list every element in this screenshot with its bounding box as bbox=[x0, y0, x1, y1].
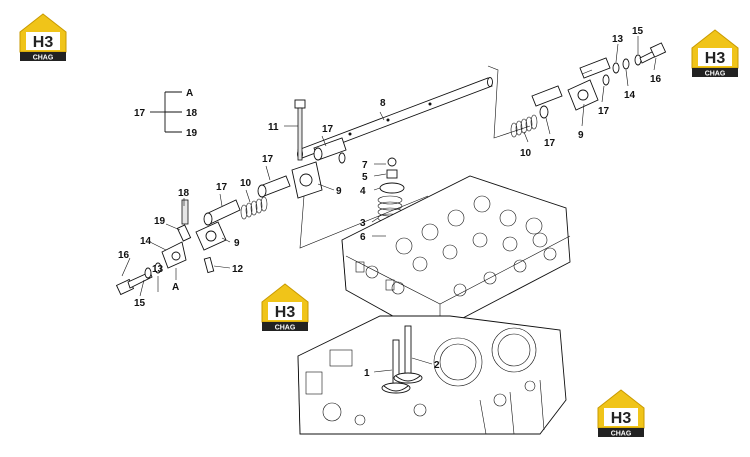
label-17-right-b: 17 bbox=[598, 106, 610, 117]
left-rocker-assembly bbox=[115, 175, 291, 296]
spring-10-right bbox=[510, 114, 538, 138]
logo-word: CHAG bbox=[611, 431, 632, 438]
label-19-legend: 19 bbox=[186, 128, 198, 139]
label-3: 3 bbox=[360, 218, 366, 229]
label-6: 6 bbox=[360, 232, 366, 243]
valve-2 bbox=[393, 325, 423, 384]
logo-top-right: H3 CHAG bbox=[691, 29, 739, 78]
label-8: 8 bbox=[380, 98, 386, 109]
logo-word: CHAG bbox=[275, 325, 296, 332]
label-13-left: 13 bbox=[152, 264, 164, 275]
logo-letters: H3 bbox=[33, 34, 54, 51]
label-18-legend: 18 bbox=[186, 108, 198, 119]
label-1: 1 bbox=[364, 368, 370, 379]
label-14-right: 14 bbox=[624, 90, 636, 101]
label-12: 12 bbox=[232, 264, 244, 275]
label-17-left: 17 bbox=[216, 182, 228, 193]
center-pedestal bbox=[291, 99, 347, 199]
label-9-mid: 9 bbox=[336, 186, 342, 197]
logo-letters: H3 bbox=[705, 50, 726, 67]
label-19-left: 19 bbox=[154, 216, 166, 227]
label-7: 7 bbox=[362, 160, 368, 171]
label-4: 4 bbox=[360, 186, 366, 197]
label-17-mid: 17 bbox=[262, 154, 274, 165]
label-15-right: 15 bbox=[632, 26, 644, 37]
leader-lines bbox=[121, 36, 657, 373]
label-16-left: 16 bbox=[118, 250, 130, 261]
logo-word: CHAG bbox=[33, 55, 54, 62]
legend-bracket bbox=[150, 91, 182, 133]
label-14-left: 14 bbox=[140, 236, 152, 247]
logo-letters: H3 bbox=[611, 410, 632, 427]
callout-labels: A 18 19 17 8 11 17 17 10 17 18 19 14 16 … bbox=[118, 26, 662, 379]
label-17-legend: 17 bbox=[134, 108, 146, 119]
label-11: 11 bbox=[268, 122, 279, 133]
label-9-left: 9 bbox=[234, 238, 240, 249]
label-15-left: 15 bbox=[134, 298, 146, 309]
label-13-right: 13 bbox=[612, 34, 624, 45]
right-rocker-assembly bbox=[510, 42, 667, 138]
spring-10-left bbox=[240, 196, 268, 220]
label-18-left: 18 bbox=[178, 188, 190, 199]
logo-center: H3 CHAG bbox=[261, 283, 309, 332]
label-17-upper: 17 bbox=[322, 124, 334, 135]
valve-1 bbox=[381, 339, 411, 394]
label-10-left: 10 bbox=[240, 178, 252, 189]
cylinder-block bbox=[297, 315, 567, 435]
label-10-right: 10 bbox=[520, 148, 532, 159]
label-16-right: 16 bbox=[650, 74, 662, 85]
logo-word: CHAG bbox=[705, 71, 726, 78]
logo-letters: H3 bbox=[275, 304, 296, 321]
label-A-bottom: A bbox=[172, 282, 179, 293]
label-5: 5 bbox=[362, 172, 368, 183]
label-17-right-a: 17 bbox=[544, 138, 556, 149]
label-2: 2 bbox=[434, 360, 440, 371]
label-A-top: A bbox=[186, 88, 193, 99]
cylinder-head bbox=[341, 175, 571, 331]
logo-bottom-right: H3 CHAG bbox=[597, 389, 645, 438]
label-9-right: 9 bbox=[578, 130, 584, 141]
logo-top-left: H3 CHAG bbox=[19, 13, 67, 62]
